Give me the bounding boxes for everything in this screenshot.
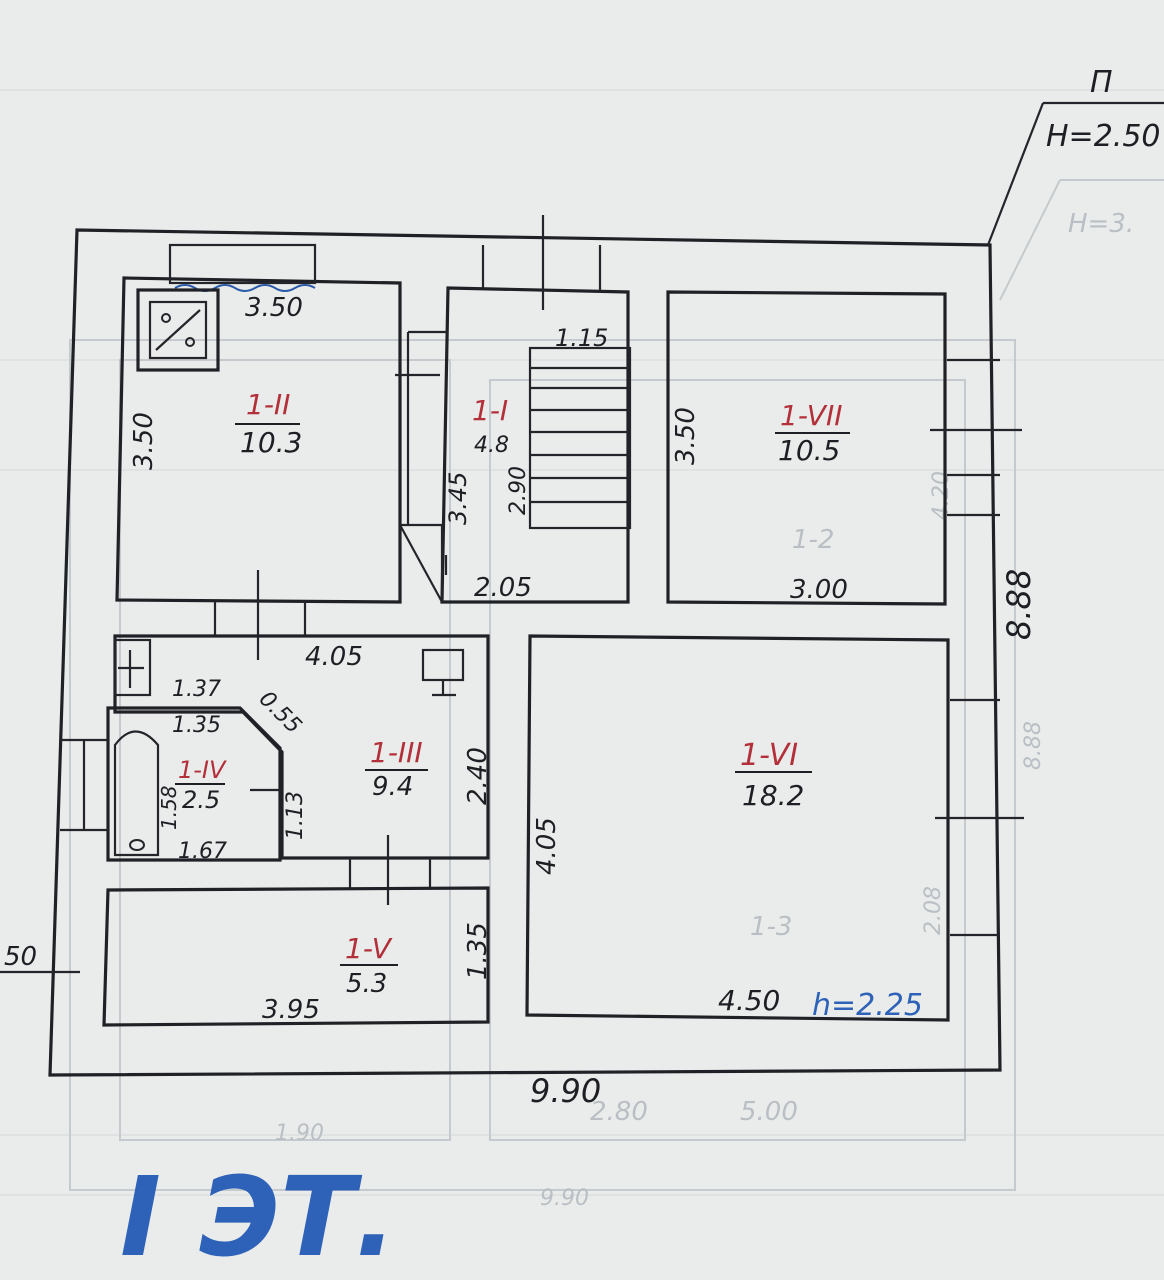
stove-icon: [136, 288, 220, 372]
room-1-VII: [666, 290, 1022, 606]
room-id-label: 1-II: [246, 388, 290, 421]
dim-top-left-width: 3.50: [245, 293, 303, 323]
room-id-label: 1-IV: [178, 756, 227, 784]
dim-stair-width: 1.15: [555, 324, 608, 352]
room-area-label: 18.2: [742, 779, 804, 812]
dim-stair-height-a: 3.45: [444, 472, 472, 525]
dim-right-room-height: 3.50: [671, 407, 701, 465]
room-area-label: 10.3: [240, 426, 302, 459]
dim-bottom-room-width: 3.95: [262, 995, 320, 1025]
dim-small-top: 1.37: [172, 677, 221, 702]
dim-bath-height: 1.58: [157, 785, 181, 830]
dim-top-left-height: 3.50: [129, 412, 159, 470]
dim-hall-height: 2.40: [463, 747, 493, 805]
dim-big-room-width: 4.50: [718, 984, 780, 1017]
dim-stair-height-b: 2.90: [506, 466, 531, 515]
room-1-I-stair: [399, 215, 632, 604]
floor-label: I ЭТ.: [120, 1153, 397, 1280]
ghost-plan: [69, 179, 1164, 1191]
ghost-label: 5.00: [740, 1097, 798, 1127]
dim-hall-width: 4.05: [305, 642, 363, 672]
room-area-label: 5.3: [346, 969, 387, 999]
ghost-label: 9.90: [540, 1186, 589, 1211]
ghost-label: 1-3: [750, 912, 792, 942]
dim-bottom-room-height: 1.35: [463, 922, 493, 980]
ceiling-height-label: h=2.25: [812, 988, 923, 1023]
dim-bath-side: 1.13: [283, 791, 308, 840]
dim-overall-width: 9.90: [530, 1072, 601, 1110]
ghost-label: 2.08: [921, 886, 946, 935]
room-1-V: [102, 886, 490, 1027]
room-id-label: 1-VII: [780, 399, 842, 432]
room-1-VI: [525, 634, 1024, 1022]
corner-height-tag: [986, 101, 1164, 246]
room-id-label: 1-VI: [740, 738, 798, 773]
ghost-label: 1.90: [275, 1121, 324, 1146]
room-1-III: [113, 634, 490, 905]
room-1-IV-bath: [60, 706, 282, 862]
ghost-label: 8.88: [1021, 721, 1046, 770]
ghost-label: 4.20: [929, 471, 954, 520]
ghost-label: 1-2: [792, 525, 834, 555]
dim-big-room-height: 4.05: [532, 817, 562, 875]
room-id-label: 1-III: [370, 736, 423, 769]
room-area-label: 4.8: [474, 433, 509, 458]
room-id-label: 1-I: [472, 394, 508, 427]
corner-height: H=2.50: [1046, 119, 1161, 154]
room-area-label: 2.5: [182, 786, 220, 814]
room-id-label: 1-V: [345, 932, 393, 965]
dim-right-room-width: 3.00: [790, 575, 848, 605]
room-1-II: [115, 243, 440, 660]
dim-overall-depth: 8.88: [1000, 569, 1038, 640]
dim-stair-bottom: 2.05: [474, 573, 532, 603]
sink-icon: [421, 648, 465, 682]
room-area-label: 9.4: [372, 772, 413, 802]
dim-bath-width: 1.67: [178, 839, 227, 864]
left-edge-value: 50: [4, 942, 37, 972]
ghost-height-label: H=3.: [1068, 209, 1134, 239]
bathtub-icon: [113, 730, 160, 857]
dim-bath-top: 1.35: [172, 713, 221, 738]
corner-letter: П: [1090, 65, 1113, 100]
exterior-wall: [48, 228, 1002, 1077]
ghost-label: 2.80: [590, 1097, 648, 1127]
room-area-label: 10.5: [778, 434, 840, 467]
